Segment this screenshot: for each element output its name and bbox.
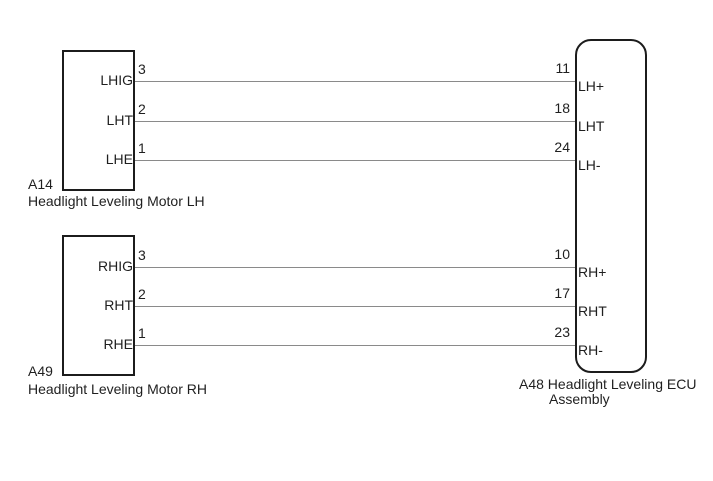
wire bbox=[135, 160, 575, 161]
pin-label: LH- bbox=[578, 157, 601, 173]
pin-label: RHT bbox=[104, 297, 133, 313]
pin-label: LHT bbox=[106, 112, 133, 128]
pin-number: 18 bbox=[554, 100, 570, 116]
pin-number: 3 bbox=[138, 61, 146, 77]
wire-row-rhig: RHIG 3 10 RH+ bbox=[0, 247, 713, 287]
pin-label: LHIG bbox=[100, 72, 133, 88]
pin-label: LHE bbox=[105, 151, 133, 167]
pin-label: LH+ bbox=[578, 78, 605, 94]
pin-label: RH+ bbox=[578, 264, 607, 280]
pin-number: 1 bbox=[138, 325, 146, 341]
pin-number: 24 bbox=[554, 139, 570, 155]
pin-number: 17 bbox=[554, 285, 570, 301]
pin-label: LHT bbox=[578, 118, 605, 134]
pin-number: 11 bbox=[555, 60, 570, 76]
ecu-connector-box bbox=[575, 39, 647, 373]
pin-number: 2 bbox=[138, 286, 146, 302]
wire-row-lhig: LHIG 3 11 LH+ bbox=[0, 61, 713, 101]
wire-row-lht: LHT 2 18 LHT bbox=[0, 101, 713, 141]
lh-motor-connector-code: A14 bbox=[28, 176, 53, 192]
wire bbox=[135, 306, 575, 307]
rh-motor-connector-code: A49 bbox=[28, 363, 53, 379]
pin-label: RHIG bbox=[98, 258, 133, 274]
pin-number: 3 bbox=[138, 247, 146, 263]
pin-label: RHE bbox=[103, 336, 133, 352]
wire-row-lhe: LHE 1 24 LH- bbox=[0, 140, 713, 180]
ecu-label-line2: Assembly bbox=[549, 391, 610, 407]
wire bbox=[135, 121, 575, 122]
wire bbox=[135, 345, 575, 346]
lh-motor-connector-name: Headlight Leveling Motor LH bbox=[28, 193, 205, 209]
rh-motor-connector-box bbox=[62, 235, 135, 376]
pin-number: 2 bbox=[138, 101, 146, 117]
lh-motor-connector-box bbox=[62, 50, 135, 191]
wire-row-rhe: RHE 1 23 RH- bbox=[0, 325, 713, 365]
wire bbox=[135, 81, 575, 82]
rh-motor-connector-name: Headlight Leveling Motor RH bbox=[28, 381, 207, 397]
pin-number: 23 bbox=[554, 324, 570, 340]
pin-number: 1 bbox=[138, 140, 146, 156]
pin-label: RH- bbox=[578, 342, 603, 358]
ecu-label-line1: A48 Headlight Leveling ECU bbox=[519, 376, 697, 392]
wire-row-rht: RHT 2 17 RHT bbox=[0, 286, 713, 326]
wire bbox=[135, 267, 575, 268]
pin-label: RHT bbox=[578, 303, 607, 319]
pin-number: 10 bbox=[554, 246, 570, 262]
